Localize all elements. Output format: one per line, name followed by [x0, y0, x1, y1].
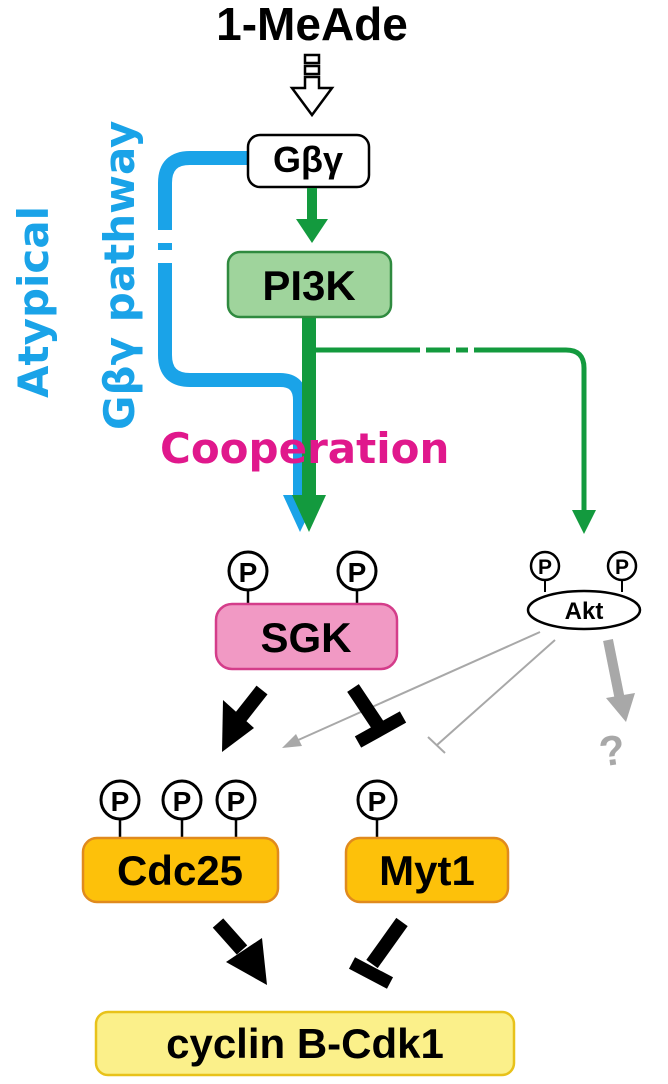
akt-inhibits-myt1-line: [427, 639, 556, 754]
pi3k-to-sgk-arrow: [292, 318, 326, 532]
pi3k-node: PI3K: [226, 250, 393, 319]
akt-label: Akt: [565, 598, 604, 625]
gbg-label: Gβγ: [273, 139, 343, 180]
sgk-node: SGK: [214, 602, 399, 671]
atypical-line2: Gβγ pathway: [95, 121, 144, 430]
pi3k-label: PI3K: [262, 262, 355, 309]
atypical-pathway-label: Atypical Gβγ pathway: [9, 121, 144, 430]
phospho-label: P: [348, 557, 367, 588]
cdc25-phospho-3: P: [215, 779, 257, 840]
akt-phospho-1: P: [529, 550, 561, 592]
myt1-node: Myt1: [344, 836, 510, 904]
trigger-label: 1-MeAde: [216, 0, 408, 50]
sgk-phospho-1: P: [227, 550, 269, 607]
cdc25-phospho-1: P: [99, 779, 141, 840]
phospho-label: P: [239, 557, 258, 588]
unknown-target-label: ?: [596, 725, 628, 775]
akt-to-unknown-arrow: [603, 639, 635, 722]
cyclin-label: cyclin B-Cdk1: [166, 1020, 444, 1067]
myt1-label: Myt1: [379, 847, 475, 894]
pi3k-to-akt-arrow: [316, 347, 587, 512]
cdc25-phospho-2: P: [161, 779, 203, 840]
sgk-phospho-2: P: [336, 550, 378, 607]
cdc25-to-cyclin-arrow: [212, 918, 267, 985]
akt-node: Akt: [526, 589, 642, 631]
myt1-inhibits-cyclin-bar: [348, 917, 408, 989]
phospho-label: P: [227, 786, 246, 817]
sgk-to-cdc25-arrow: [222, 685, 268, 752]
cdc25-node: Cdc25: [81, 836, 280, 904]
phospho-label: P: [615, 556, 629, 579]
hollow-arrow-icon: [289, 53, 335, 118]
akt-to-cdc25-arrow: [282, 631, 541, 748]
gbg-node: Gβγ: [246, 133, 371, 189]
sgk-label: SGK: [260, 614, 351, 661]
akt-arrowhead: [572, 510, 596, 534]
atypical-line1: Atypical: [9, 206, 58, 398]
cdc25-label: Cdc25: [117, 847, 243, 894]
gbg-to-pi3k-arrow: [296, 188, 328, 243]
cyclin-node: cyclin B-Cdk1: [94, 1010, 516, 1077]
akt-phospho-2: P: [606, 550, 638, 592]
sgk-inhibits-myt1-bar: [347, 684, 407, 748]
phospho-label: P: [538, 556, 552, 579]
myt1-phospho: P: [356, 779, 398, 840]
atypical-pathway-line: [158, 151, 307, 495]
phospho-label: P: [111, 786, 130, 817]
phospho-label: P: [173, 786, 192, 817]
phospho-label: P: [368, 786, 387, 817]
cooperation-label: Cooperation: [160, 424, 449, 473]
